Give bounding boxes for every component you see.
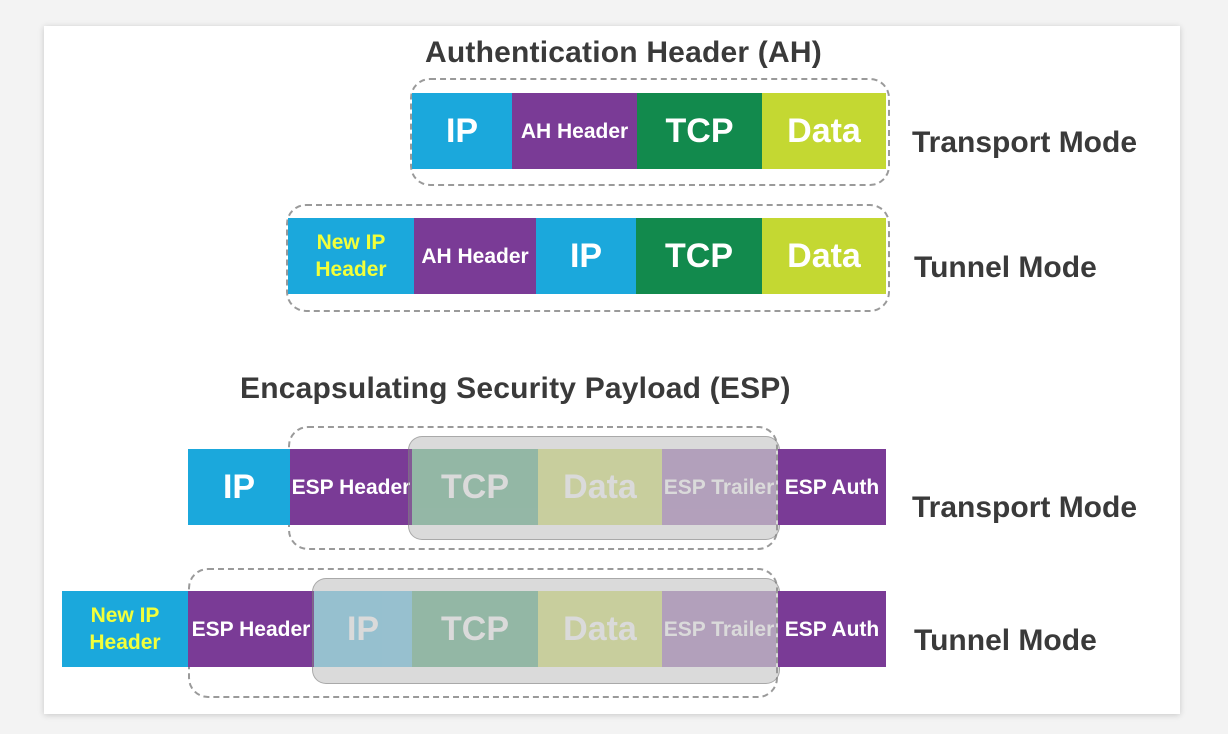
esp-transport-esp-auth-block: ESP Auth — [778, 449, 886, 525]
esp-tunnel-tcp-block: TCP — [412, 591, 538, 667]
esp-transport-tcp-block: TCP — [412, 449, 538, 525]
ah-tunnel-authenticated-region — [286, 204, 890, 312]
esp-tunnel-data-block: Data — [538, 591, 662, 667]
ah-title: Authentication Header (AH) — [425, 36, 822, 69]
esp-tunnel-ip-block: IP — [314, 591, 412, 667]
esp-title: Encapsulating Security Payload (ESP) — [240, 372, 791, 405]
esp-transport-esp-header-block: ESP Header — [290, 449, 412, 525]
esp-tunnel-esp-auth-block: ESP Auth — [778, 591, 886, 667]
ah-tunnel-tcp-block: TCP — [636, 218, 762, 294]
esp-transport-ip-block: IP — [188, 449, 290, 525]
esp-transport-esp-trailer-block: ESP Trailer — [662, 449, 776, 525]
esp-tunnel-esp-header-block: ESP Header — [188, 591, 314, 667]
esp-transport-encrypted-region — [408, 436, 780, 540]
esp-tunnel-mode-label: Tunnel Mode — [914, 624, 1097, 657]
ah-transport-ah-header-block: AH Header — [512, 93, 637, 169]
esp-transport-data-block: Data — [538, 449, 662, 525]
ah-transport-tcp-block: TCP — [637, 93, 762, 169]
ah-transport-mode-label: Transport Mode — [912, 126, 1138, 159]
ah-tunnel-new-ip-header-block: New IP Header — [288, 218, 414, 294]
ah-tunnel-ah-header-block: AH Header — [414, 218, 536, 294]
esp-tunnel-encrypted-region — [312, 578, 780, 684]
ah-tunnel-mode-label: Tunnel Mode — [914, 251, 1097, 284]
ah-tunnel-data-block: Data — [762, 218, 886, 294]
ah-transport-authenticated-region — [410, 78, 890, 186]
esp-tunnel-esp-trailer-block: ESP Trailer — [662, 591, 776, 667]
ah-transport-data-block: Data — [762, 93, 886, 169]
ah-tunnel-ip-block: IP — [536, 218, 636, 294]
esp-transport-mode-label: Transport Mode — [912, 491, 1138, 524]
esp-tunnel-new-ip-header-block: New IP Header — [62, 591, 188, 667]
ah-transport-ip-block: IP — [412, 93, 512, 169]
